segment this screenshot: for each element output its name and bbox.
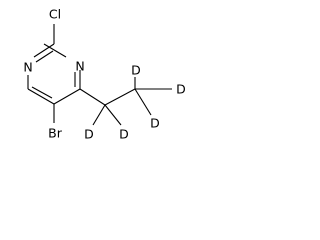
bond-n1-c2-inner: [35, 50, 54, 63]
atom-label-n-left: N: [23, 60, 32, 75]
atom-label-n-right: N: [75, 59, 84, 74]
bond-ch2-cd3: [104, 88, 136, 106]
bond-c4-c5: [53, 88, 81, 105]
atom-label-cl: Cl: [49, 7, 61, 22]
atom-label-d-right: D: [176, 82, 186, 97]
bond-c5-c6-inner: [31, 86, 53, 99]
bond-n1-c2: [33, 43, 55, 58]
structure-canvas: Cl N N Br D D D D D: [0, 0, 189, 177]
atom-label-br: Br: [48, 126, 63, 141]
atom-label-d-bottom-right: D: [150, 116, 160, 131]
molecule-diagram: Cl N N Br D D D D D: [23, 7, 186, 142]
bond-ch2-d-right: [104, 104, 122, 126]
bond-c5-c6: [27, 88, 55, 105]
bond-cd3-d-bottom: [134, 88, 152, 116]
atom-label-d-bottom-middle: D: [119, 127, 129, 142]
bond-c2-n3: [43, 43, 67, 58]
atom-label-d-bottom-left: D: [84, 127, 94, 142]
bond-c4-ch2: [79, 88, 106, 106]
bond-ch2-d-left: [92, 104, 106, 126]
atom-label-d-top: D: [131, 63, 141, 78]
